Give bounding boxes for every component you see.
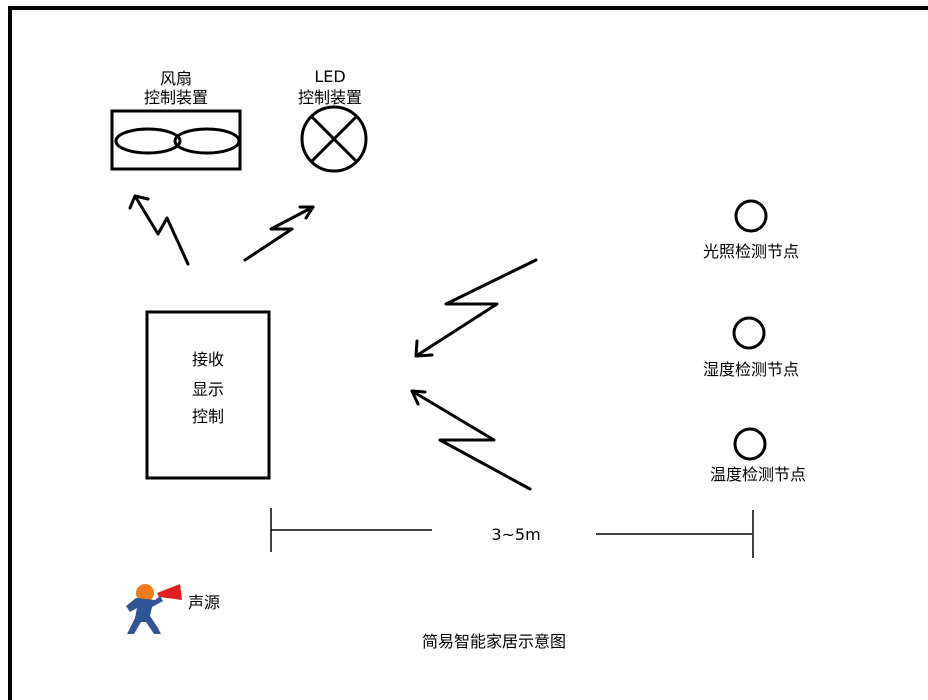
signal-arrow-to-led [243, 205, 315, 262]
humidity-node-label: 湿度检测节点 [702, 360, 799, 379]
signal-arrow-to-fan [128, 194, 190, 266]
light-node-circle [734, 199, 768, 233]
distance-dimension-line [270, 508, 754, 558]
fan-label-line1: 风扇 [159, 69, 192, 88]
distance-label: 3~5m [491, 525, 541, 544]
led-label-line2: 控制装置 [297, 88, 362, 107]
signal-arrow-lower [410, 389, 532, 491]
led-lamp-icon [300, 105, 368, 173]
signal-arrow-upper [414, 258, 538, 358]
sound-source-icon [126, 584, 182, 634]
fan-icon [114, 127, 241, 155]
receiver-label-line3: 控制 [191, 407, 224, 426]
receiver-box [145, 310, 271, 480]
temperature-node-label: 温度检测节点 [709, 465, 806, 484]
sound-source-label: 声源 [188, 593, 221, 612]
outer-frame [8, 6, 928, 700]
temperature-node-circle [733, 427, 767, 461]
fan-label-line2: 控制装置 [143, 88, 208, 107]
humidity-node-circle [732, 316, 766, 350]
diagram-caption: 简易智能家居示意图 [421, 632, 566, 651]
light-node-label: 光照检测节点 [702, 242, 799, 261]
led-label-line1: LED [314, 67, 346, 86]
receiver-label-line2: 显示 [191, 380, 224, 399]
receiver-label-line1: 接收 [191, 350, 224, 369]
